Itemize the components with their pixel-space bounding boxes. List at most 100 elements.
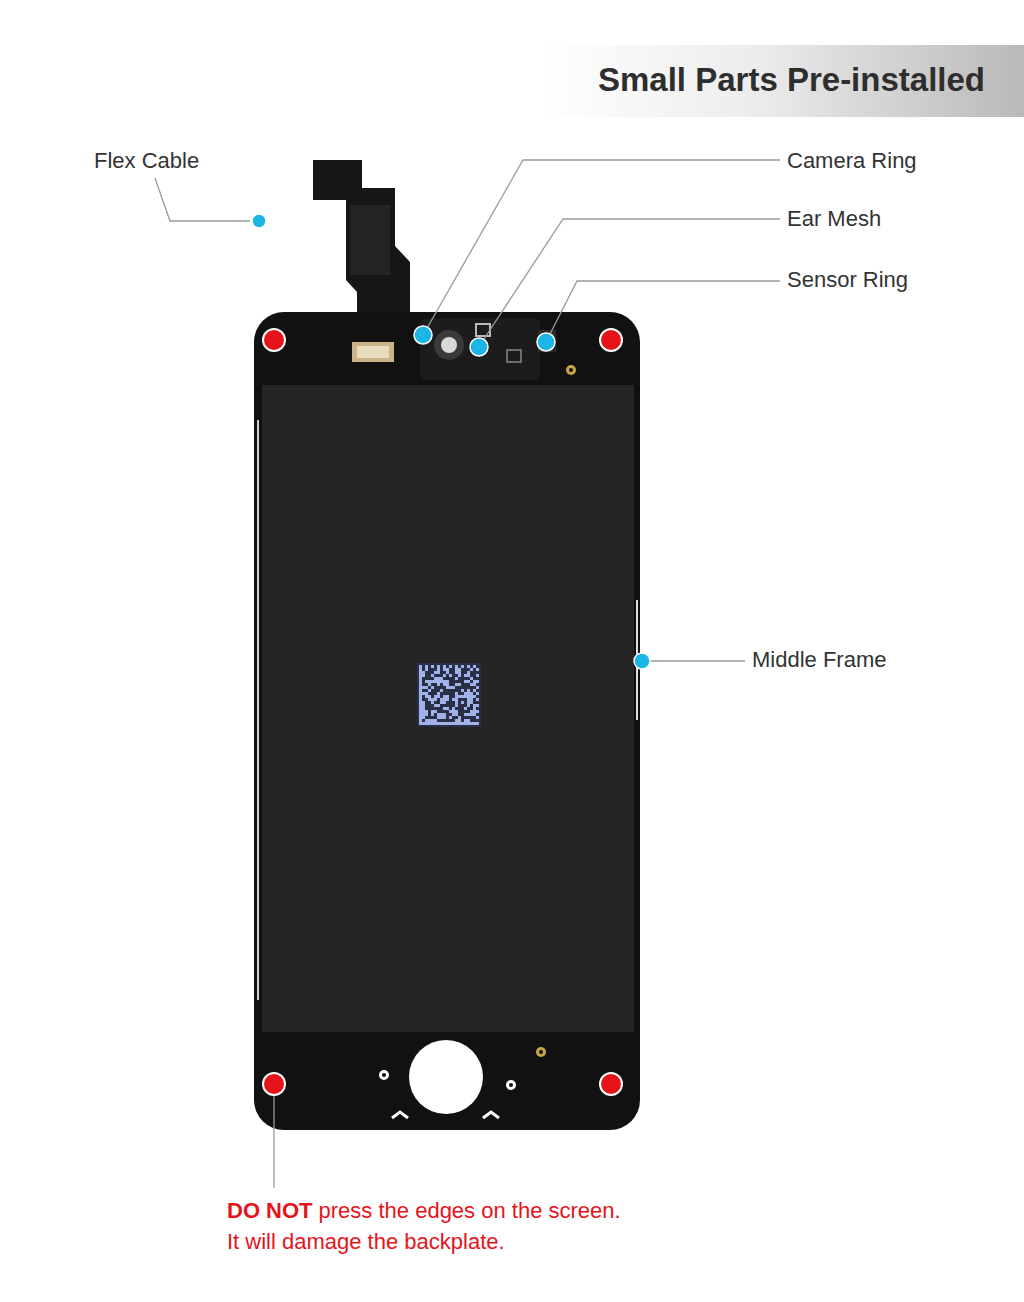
marker-dot [252, 214, 266, 228]
flex-stiffener [350, 205, 390, 275]
matrix-cell [452, 722, 455, 725]
matrix-cell [431, 686, 434, 689]
matrix-cell [449, 686, 452, 689]
marker-dot [470, 338, 488, 356]
matrix-cell [458, 719, 461, 722]
matrix-cell [467, 701, 470, 704]
screw-hole [382, 1073, 386, 1077]
screw-hole [509, 1083, 513, 1087]
matrix-cell [419, 680, 422, 683]
matrix-cell [419, 665, 422, 668]
matrix-cell [467, 719, 470, 722]
matrix-cell [425, 692, 428, 695]
matrix-cell [428, 680, 431, 683]
matrix-cell [473, 689, 476, 692]
matrix-cell [428, 689, 431, 692]
screw-hole [536, 1047, 546, 1057]
matrix-cell [464, 692, 467, 695]
matrix-cell [476, 680, 479, 683]
matrix-cell [455, 665, 458, 668]
matrix-cell [419, 722, 422, 725]
matrix-cell [422, 707, 425, 710]
earpiece-bracket [420, 318, 540, 380]
part-label: Ear Mesh [787, 206, 881, 232]
matrix-cell [455, 719, 458, 722]
matrix-cell [425, 713, 428, 716]
connector-pins [357, 346, 389, 358]
matrix-cell [446, 668, 449, 671]
matrix-cell [425, 680, 428, 683]
matrix-cell [425, 686, 428, 689]
matrix-cell [419, 695, 422, 698]
matrix-cell [428, 695, 431, 698]
matrix-cell [437, 716, 440, 719]
matrix-cell [437, 695, 440, 698]
matrix-cell [437, 692, 440, 695]
matrix-cell [434, 710, 437, 713]
title-band [540, 45, 1024, 117]
matrix-cell [443, 665, 446, 668]
matrix-cell [464, 713, 467, 716]
matrix-cell [419, 671, 422, 674]
matrix-cell [446, 683, 449, 686]
matrix-cell [467, 713, 470, 716]
matrix-cell [431, 701, 434, 704]
matrix-ground [417, 663, 481, 727]
matrix-cell [428, 722, 431, 725]
leader-line [155, 178, 250, 221]
matrix-cell [437, 713, 440, 716]
matrix-cell [452, 707, 455, 710]
matrix-cell [422, 710, 425, 713]
matrix-cell [467, 698, 470, 701]
matrix-cell [446, 707, 449, 710]
matrix-cell [476, 686, 479, 689]
matrix-cell [431, 665, 434, 668]
matrix-cell [473, 710, 476, 713]
matrix-cell [443, 701, 446, 704]
matrix-cell [452, 686, 455, 689]
matrix-cell [428, 683, 431, 686]
matrix-cell [458, 674, 461, 677]
matrix-cell [419, 701, 422, 704]
screw-hole [566, 365, 576, 375]
matrix-cell [434, 671, 437, 674]
matrix-cell [452, 713, 455, 716]
matrix-cell [449, 716, 452, 719]
matrix-cell [434, 695, 437, 698]
matrix-cell [425, 668, 428, 671]
matrix-cell [437, 680, 440, 683]
matrix-cell [422, 692, 425, 695]
matrix-cell [446, 722, 449, 725]
leader-line [549, 281, 780, 336]
flex-cable [313, 160, 410, 312]
marker-dot [414, 326, 432, 344]
matrix-cell [434, 698, 437, 701]
matrix-cell [434, 680, 437, 683]
matrix-cell [446, 686, 449, 689]
matrix-cell [461, 701, 464, 704]
data-matrix [417, 663, 481, 727]
leader-line [650, 660, 745, 661]
matrix-cell [440, 716, 443, 719]
bracket-tab [507, 350, 521, 362]
marker-dot [537, 333, 555, 351]
matrix-cell [464, 719, 467, 722]
matrix-cell [440, 722, 443, 725]
matrix-cell [476, 716, 479, 719]
matrix-cell [419, 686, 422, 689]
matrix-cell [470, 683, 473, 686]
matrix-cell [437, 722, 440, 725]
title: Small Parts Pre-installed [598, 60, 985, 100]
matrix-cell [422, 674, 425, 677]
matrix-cell [434, 719, 437, 722]
matrix-cell [434, 722, 437, 725]
matrix-cell [440, 701, 443, 704]
matrix-cell [461, 722, 464, 725]
pressure-point [263, 1073, 285, 1095]
matrix-cell [422, 686, 425, 689]
leader-line [426, 160, 780, 330]
screen-assembly [254, 312, 640, 1130]
matrix-cell [437, 665, 440, 668]
matrix-cell [434, 677, 437, 680]
matrix-cell [440, 713, 443, 716]
